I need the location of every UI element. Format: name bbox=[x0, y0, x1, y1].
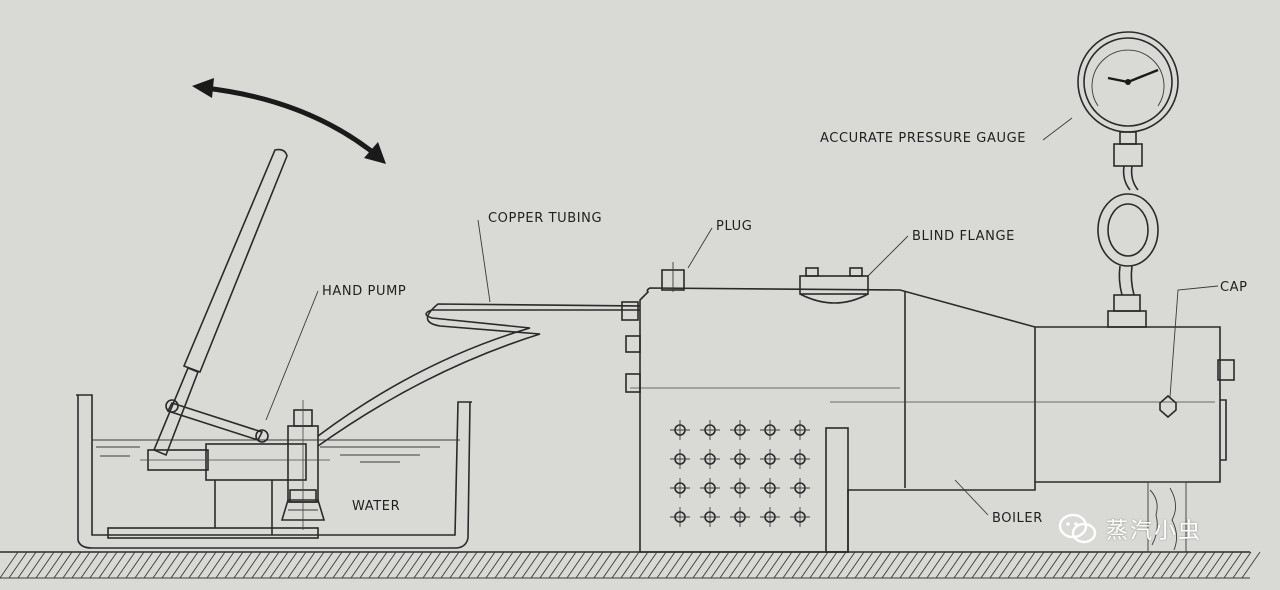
water-tank bbox=[76, 394, 472, 549]
copper-tubing bbox=[317, 303, 641, 447]
boiler-tube bbox=[670, 478, 690, 498]
swing-arrow-icon bbox=[192, 78, 386, 164]
wechat-icon bbox=[1058, 513, 1097, 544]
hand-pump bbox=[140, 148, 330, 535]
boiler-tube bbox=[730, 449, 750, 469]
boiler-tube bbox=[760, 420, 780, 440]
boiler-tube bbox=[700, 478, 720, 498]
boiler-tube bbox=[760, 478, 780, 498]
ground bbox=[0, 551, 1261, 579]
leader-lines bbox=[265, 117, 1219, 516]
label-water: WATER bbox=[352, 499, 400, 514]
boiler-tube bbox=[670, 449, 690, 469]
boiler-tube bbox=[670, 420, 690, 440]
watermark: 蒸汽小虫 bbox=[1058, 512, 1202, 546]
boiler-tube bbox=[730, 507, 750, 527]
boiler-tube bbox=[790, 420, 810, 440]
label-plug: PLUG bbox=[716, 219, 752, 234]
boiler-tube bbox=[700, 420, 720, 440]
boiler-tube bbox=[760, 449, 780, 469]
boiler-tube bbox=[730, 420, 750, 440]
label-blind-flange: BLIND FLANGE bbox=[912, 229, 1015, 244]
label-boiler: BOILER bbox=[992, 511, 1043, 526]
boiler bbox=[621, 262, 1235, 553]
boiler-tube bbox=[790, 478, 810, 498]
watermark-text: 蒸汽小虫 bbox=[1106, 519, 1203, 544]
boiler-tube bbox=[790, 449, 810, 469]
label-cap: CAP bbox=[1220, 280, 1248, 295]
label-accurate-pressure-gauge: ACCURATE PRESSURE GAUGE bbox=[820, 131, 1026, 146]
boiler-tube bbox=[760, 507, 780, 527]
boiler-tube bbox=[790, 507, 810, 527]
label-hand-pump: HAND PUMP bbox=[322, 284, 406, 299]
boiler-tube bbox=[700, 449, 720, 469]
boiler-tube bbox=[670, 507, 690, 527]
pressure-gauge bbox=[1077, 31, 1179, 328]
label-copper-tubing: COPPER TUBING bbox=[488, 211, 602, 226]
boiler-tube bbox=[730, 478, 750, 498]
boiler-tube bbox=[700, 507, 720, 527]
